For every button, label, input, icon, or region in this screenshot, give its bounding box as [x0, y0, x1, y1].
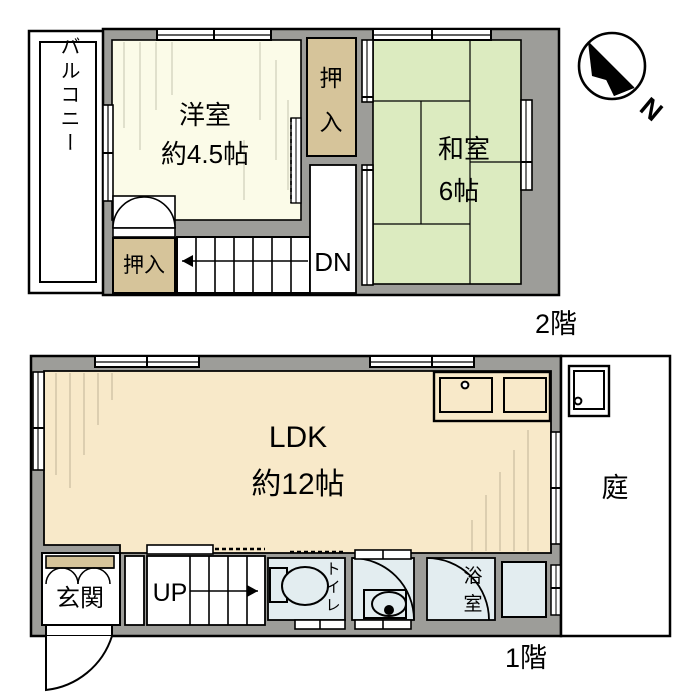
floor2-group: バルコニー 洋室 約4.5帖: [27, 27, 577, 339]
shoe-closet-doors[interactable]: [45, 567, 114, 585]
entrance-label: 玄関: [56, 585, 104, 612]
toilet-label-1: ト: [325, 561, 340, 578]
western-room-sliding-door-west[interactable]: [102, 104, 114, 202]
western-room-floor-texture: [123, 42, 289, 200]
stairs-down[interactable]: [176, 236, 311, 294]
japanese-room-window: [372, 28, 492, 41]
tatami-mat-lines: [373, 40, 521, 284]
western-room-floor: [111, 39, 302, 221]
stairs-down-label: DN: [314, 247, 352, 277]
balcony-label: バルコニー: [57, 36, 79, 156]
washroom-window-bottom: [354, 619, 412, 630]
ldk-sliding-door-west[interactable]: [32, 371, 45, 471]
toilet-label-2: イ: [325, 579, 340, 596]
closet-upper-label-2: 入: [320, 109, 343, 135]
toilet-label-3: レ: [325, 597, 340, 614]
entrance-door[interactable]: [45, 624, 113, 692]
kitchen-stove: [503, 377, 547, 413]
western-room-label: 洋室: [179, 100, 231, 130]
kitchen-faucet-icon: [460, 380, 470, 390]
floor2-title: 2階: [535, 309, 577, 339]
japanese-room-sliding-door-south[interactable]: [361, 164, 374, 286]
kitchen-sink: [439, 377, 493, 413]
japanese-room-sliding-door-north[interactable]: [361, 39, 374, 103]
bathroom-label-2: 室: [463, 593, 482, 615]
bath-tub: [501, 561, 547, 618]
japanese-room-sliding-door-east[interactable]: [520, 99, 533, 191]
ldk-window-left: [94, 355, 200, 368]
toilet-window-bottom: [294, 619, 346, 630]
ldk-window-right: [369, 355, 475, 368]
shoe-closet: [45, 555, 115, 569]
closet-lower-label: 押入: [123, 254, 165, 277]
garden-area: [559, 354, 672, 638]
western-room-size: 約4.5帖: [161, 139, 249, 169]
japanese-room-size: 6帖: [439, 176, 479, 206]
japanese-room-label: 和室: [438, 134, 490, 164]
stair-landing: [309, 164, 357, 294]
stairs-up-label: UP: [153, 579, 188, 607]
western-room-sliding-door-east[interactable]: [290, 117, 302, 204]
kitchen-counter: [432, 370, 552, 423]
closet-lower-doors[interactable]: [112, 195, 176, 238]
garden-label: 庭: [602, 473, 629, 503]
closet-upper-floor: [306, 37, 357, 157]
bathroom-label-1: 浴: [463, 565, 482, 587]
bathroom-door-east[interactable]: [550, 564, 562, 616]
ldk-floor-texture: [55, 373, 529, 551]
balcony-inner: [39, 41, 97, 283]
closet-lower-floor: [112, 237, 176, 294]
compass-north-icon: N: [577, 31, 668, 128]
garden-unit: [567, 364, 611, 418]
floor1-group: LDK 約12帖: [29, 354, 672, 692]
ldk-label: LDK: [269, 421, 327, 454]
floor1-title: 1階: [505, 643, 547, 673]
toilet-bowl: [269, 566, 329, 606]
bathroom-door-swing[interactable]: [426, 557, 490, 621]
stairs-up[interactable]: UP: [124, 544, 266, 626]
closet-upper-label-1: 押: [320, 65, 343, 91]
washroom-window-top: [354, 549, 412, 560]
wash-basin: [363, 589, 407, 619]
western-room-window: [156, 28, 272, 41]
ldk-size: 約12帖: [251, 468, 344, 501]
compass-n-label: N: [634, 92, 668, 128]
